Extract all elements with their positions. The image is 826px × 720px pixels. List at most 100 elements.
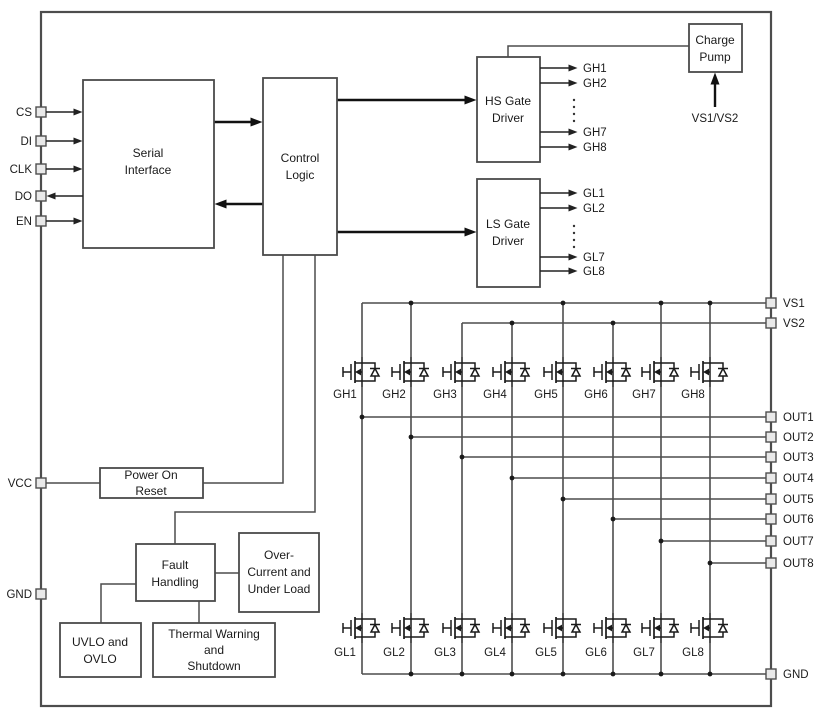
pin-out5: OUT5 <box>765 493 814 506</box>
signal-label-gl7: GL7 <box>583 252 605 264</box>
pin-label: VS2 <box>783 318 805 330</box>
power-on-reset-label: Reset <box>135 484 167 498</box>
blocks: Serial Interface Control Logic HS Gate D… <box>59 23 743 678</box>
mosfet-gl8 <box>690 613 729 643</box>
junction-dot <box>658 671 664 677</box>
junction-dot <box>658 538 664 544</box>
signal-label-gh7: GH7 <box>583 127 607 139</box>
pin-square <box>765 451 777 463</box>
pin-square <box>765 535 777 547</box>
junction-dot <box>459 671 465 677</box>
pin-square <box>35 477 47 489</box>
pin-square <box>765 317 777 329</box>
block-uvlo: UVLO and OVLO <box>59 622 142 678</box>
over-current-label: Current and <box>247 565 310 579</box>
pin-label: OUT5 <box>783 494 814 506</box>
mosfet-label-gh3: GH3 <box>433 389 457 401</box>
charge-pump-label: Pump <box>699 50 731 64</box>
mosfet-label-gh1: GH1 <box>333 389 357 401</box>
over-current-label: Over- <box>264 548 294 562</box>
pin-out7: OUT7 <box>765 535 814 548</box>
pin-out6: OUT6 <box>765 513 814 526</box>
block-power-on-reset: Power On Reset <box>99 467 204 499</box>
chip-outline <box>39 10 773 708</box>
junction-dot <box>408 300 414 306</box>
junction-dot <box>658 300 664 306</box>
ls-gate-driver-label: Driver <box>492 234 524 248</box>
pin-out3: OUT3 <box>765 451 814 464</box>
mosfet-gh2 <box>391 357 430 387</box>
power-on-reset-label: Power On <box>124 468 177 482</box>
pin-clk: CLK <box>10 163 83 176</box>
junction-dot <box>509 475 515 481</box>
hs-gate-driver-label: Driver <box>492 111 524 125</box>
ellipsis-dot <box>572 245 576 249</box>
mosfet-label-gl8: GL8 <box>682 647 704 659</box>
serial-interface-label: Interface <box>125 163 172 177</box>
junction-dot <box>707 671 713 677</box>
block-serial-interface: Serial Interface <box>82 79 215 249</box>
ellipsis-dot <box>572 119 576 123</box>
wires <box>46 45 689 623</box>
junction-dots <box>359 300 713 677</box>
control-logic-label: Logic <box>286 168 315 182</box>
pin-label: OUT1 <box>783 412 814 424</box>
pin-label: OUT6 <box>783 514 814 526</box>
pin-label: EN <box>16 216 32 228</box>
pin-square <box>765 493 777 505</box>
junction-dot <box>560 671 566 677</box>
wire-por-controllogic <box>203 255 284 484</box>
block-hs-gate-driver: HS Gate Driver <box>476 56 541 163</box>
pin-vs2: VS2 <box>765 317 805 330</box>
junction-dot <box>359 414 365 420</box>
junction-dot <box>560 300 566 306</box>
signal-label-gh8: GH8 <box>583 142 607 154</box>
mosfet-gh4 <box>492 357 531 387</box>
mosfet-label-gl6: GL6 <box>585 647 607 659</box>
mosfet-gl2 <box>391 613 430 643</box>
mosfet-gh5 <box>543 357 582 387</box>
pin-vs1: VS1 <box>765 297 805 310</box>
pin-label: VCC <box>8 478 32 490</box>
thermal-label: Thermal Warning <box>168 627 260 641</box>
wire-uvlo-faulthandling <box>100 583 136 623</box>
junction-dot <box>408 434 414 440</box>
block-control-logic: Control Logic <box>262 77 338 256</box>
junction-dot <box>459 454 465 460</box>
junction-dot <box>610 516 616 522</box>
pin-di: DI <box>21 135 83 148</box>
pin-gnd: GND <box>6 588 47 601</box>
pins: CSDICLKDOENVCCGNDVS1VS2OUT1OUT2OUT3OUT4O… <box>6 106 814 681</box>
mosfet-label-gh7: GH7 <box>632 389 656 401</box>
pin-out4: OUT4 <box>765 472 814 485</box>
block-ls-gate-driver: LS Gate Driver <box>476 178 541 288</box>
junction-dot <box>610 320 616 326</box>
pin-out8: OUT8 <box>765 557 814 570</box>
pin-label: GND <box>6 589 32 601</box>
pin-square <box>765 431 777 443</box>
pin-square <box>765 668 777 680</box>
fault-handling-label: Handling <box>151 575 198 589</box>
pin-cs: CS <box>16 106 83 119</box>
pin-square <box>35 588 47 600</box>
pin-square <box>35 215 47 227</box>
hs-gate-driver-label: HS Gate <box>485 94 531 108</box>
mosfet-gh6 <box>593 357 632 387</box>
mosfet-gl4 <box>492 613 531 643</box>
mosfet-label-gl4: GL4 <box>484 647 506 659</box>
uvlo-label: OVLO <box>83 652 116 666</box>
charge-pump-label: Charge <box>695 33 735 47</box>
mosfet-gl1 <box>342 613 381 643</box>
signal-label-gl1: GL1 <box>583 188 605 200</box>
pin-gnd: GND <box>765 668 809 681</box>
block-fault-handling: Fault Handling <box>135 543 216 602</box>
junction-dot <box>408 671 414 677</box>
mosfet-gh1 <box>342 357 381 387</box>
ellipsis-dot <box>572 112 576 116</box>
mosfet-gh8 <box>690 357 729 387</box>
uvlo-label: UVLO and <box>72 635 128 649</box>
mosfet-array: GH1GL1GH2GL2GH3GL3GH4GL4GH5GL5GH6GL6GH7G… <box>333 303 729 674</box>
block-over-current: Over- Current and Under Load <box>238 532 320 613</box>
